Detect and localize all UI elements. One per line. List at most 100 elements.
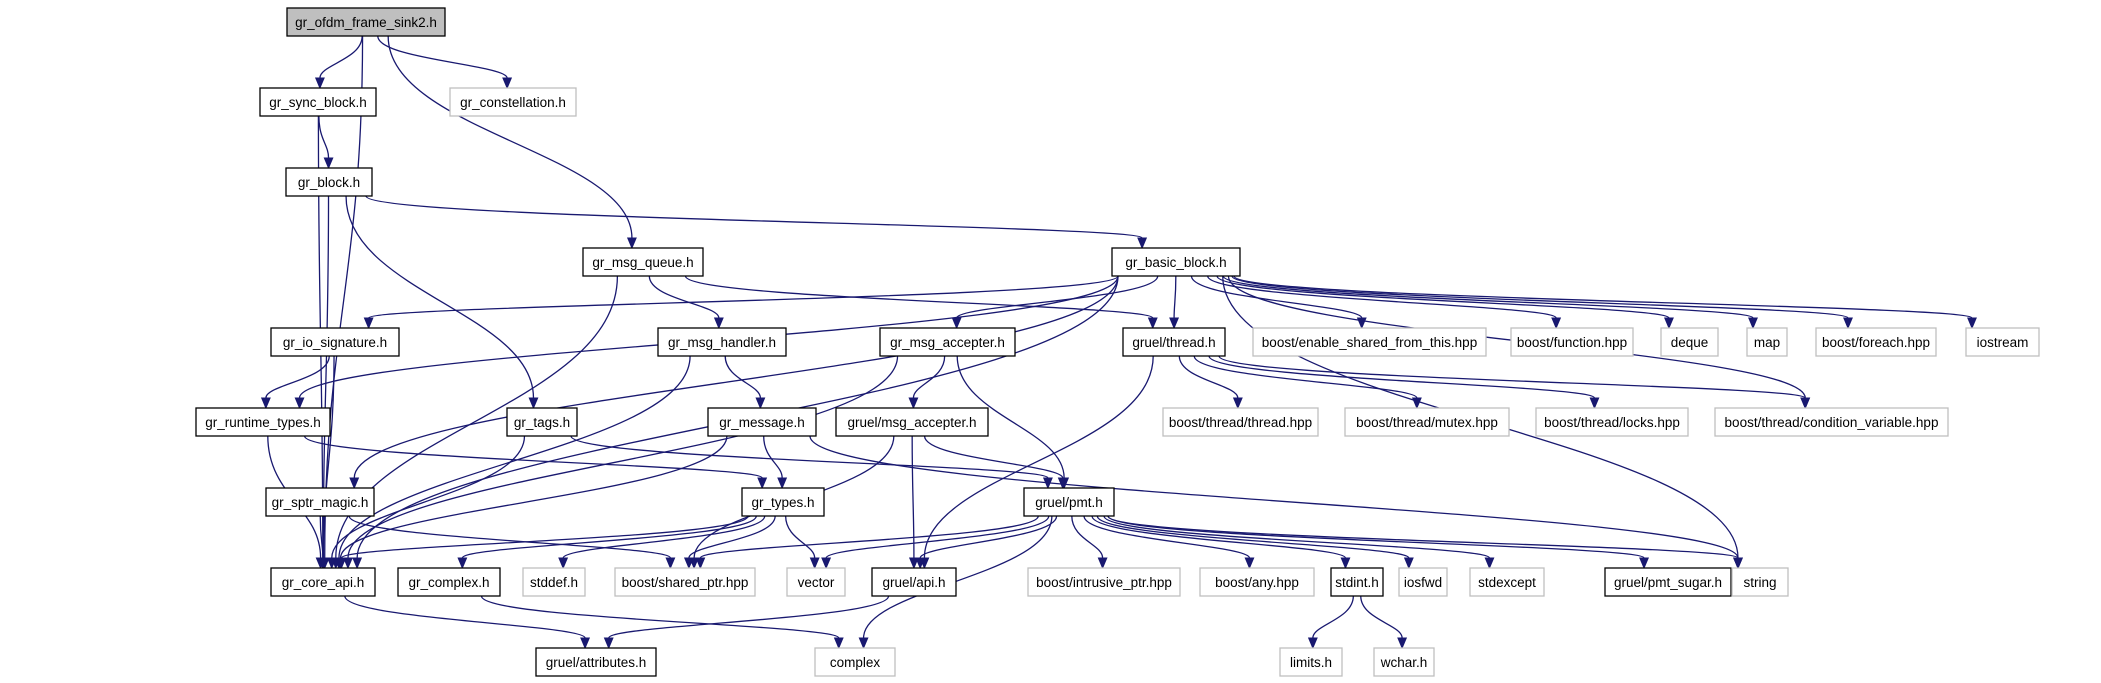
edge-msgaccepter-to-gmsgaccepter bbox=[908, 355, 946, 410]
edge-arrowhead bbox=[1639, 557, 1649, 570]
edge-basic-to-foreach bbox=[1231, 275, 1853, 330]
node-box bbox=[814, 647, 896, 677]
edge-arrowhead bbox=[1484, 557, 1495, 570]
node-pmt[interactable]: gruel/pmt.h bbox=[1023, 487, 1115, 517]
node-pmtsugar[interactable]: gruel/pmt_sugar.h bbox=[1604, 567, 1732, 597]
node-label: deque bbox=[1671, 335, 1709, 350]
node-label: wchar.h bbox=[1380, 655, 1428, 670]
node-sync[interactable]: gr_sync_block.h bbox=[259, 87, 377, 117]
edge-arrowhead bbox=[908, 557, 919, 570]
edge-line bbox=[809, 435, 1739, 559]
edge-arrowhead bbox=[336, 557, 347, 570]
edge-basic-to-bfunction bbox=[1207, 275, 1562, 330]
node-label: vector bbox=[798, 575, 835, 590]
node-label: gr_constellation.h bbox=[460, 95, 566, 110]
edge-arrowhead bbox=[580, 637, 591, 650]
node-complex: complex bbox=[814, 647, 896, 677]
edge-iosig-to-runtime bbox=[260, 355, 330, 410]
node-box bbox=[1714, 407, 1949, 437]
node-box bbox=[506, 407, 578, 437]
node-label: gr_ofdm_frame_sink2.h bbox=[295, 15, 437, 30]
edge-thread-to-bthread bbox=[1178, 355, 1243, 410]
node-box bbox=[1604, 567, 1732, 597]
node-complexh[interactable]: gr_complex.h bbox=[397, 567, 501, 597]
edge-pmt-to-pmtsugar bbox=[1107, 515, 1649, 570]
edge-gapi-to-attributes bbox=[603, 595, 890, 650]
edge-arrowhead bbox=[1397, 637, 1408, 650]
node-box bbox=[1815, 327, 1937, 357]
edge-sptr-to-sharedptr bbox=[348, 515, 676, 570]
node-box bbox=[1965, 327, 2040, 357]
edge-line bbox=[911, 435, 915, 559]
node-root[interactable]: gr_ofdm_frame_sink2.h bbox=[286, 7, 446, 37]
node-thread[interactable]: gruel/thread.h bbox=[1122, 327, 1226, 357]
node-msgaccepter[interactable]: gr_msg_accepter.h bbox=[879, 327, 1016, 357]
edge-line bbox=[648, 275, 720, 319]
node-msgq[interactable]: gr_msg_queue.h bbox=[582, 247, 704, 277]
edge-line bbox=[367, 275, 1119, 319]
node-wchar: wchar.h bbox=[1373, 647, 1435, 677]
node-bthread: boost/thread/thread.hpp bbox=[1162, 407, 1319, 437]
node-gmsgaccepter[interactable]: gruel/msg_accepter.h bbox=[835, 407, 989, 437]
edge-thread-to-bmutex bbox=[1193, 355, 1422, 410]
node-message[interactable]: gr_message.h bbox=[707, 407, 817, 437]
node-attributes[interactable]: gruel/attributes.h bbox=[535, 647, 657, 677]
edge-line bbox=[684, 275, 1154, 319]
edge-basic-to-enable_shared bbox=[1190, 275, 1367, 330]
node-limits: limits.h bbox=[1279, 647, 1343, 677]
node-basic[interactable]: gr_basic_block.h bbox=[1111, 247, 1241, 277]
edge-arrowhead bbox=[915, 557, 926, 570]
node-label: gruel/pmt_sugar.h bbox=[1614, 575, 1722, 590]
node-box bbox=[1027, 567, 1181, 597]
edge-pmt-to-bany bbox=[1083, 515, 1255, 570]
edge-line bbox=[318, 115, 330, 159]
edge-message-to-string bbox=[809, 435, 1743, 570]
edge-types-to-coreapi bbox=[336, 515, 749, 570]
node-block[interactable]: gr_block.h bbox=[285, 167, 373, 197]
node-sptr[interactable]: gr_sptr_magic.h bbox=[265, 487, 375, 517]
node-label: boost/thread/condition_variable.hpp bbox=[1725, 415, 1939, 430]
edge-gmsgaccepter-to-gapi bbox=[908, 435, 919, 570]
node-types[interactable]: gr_types.h bbox=[741, 487, 825, 517]
edge-pmt-to-complex bbox=[858, 515, 1053, 650]
node-iosig[interactable]: gr_io_signature.h bbox=[270, 327, 400, 357]
edge-basic-to-iostream bbox=[1233, 275, 1977, 330]
edge-thread-to-gapi bbox=[919, 355, 1154, 570]
node-box bbox=[1330, 567, 1384, 597]
edge-line bbox=[353, 275, 1119, 479]
node-msghandler[interactable]: gr_msg_handler.h bbox=[657, 327, 787, 357]
edge-thread-to-blocks bbox=[1208, 355, 1600, 410]
node-box bbox=[397, 567, 501, 597]
edge-line bbox=[344, 595, 586, 639]
edge-arrowhead bbox=[908, 397, 919, 410]
node-box bbox=[835, 407, 989, 437]
edge-line bbox=[348, 515, 672, 559]
node-label: string bbox=[1743, 575, 1776, 590]
edge-basic-to-map bbox=[1222, 275, 1758, 330]
node-label: gruel/api.h bbox=[882, 575, 945, 590]
node-coreapi[interactable]: gr_core_api.h bbox=[270, 567, 376, 597]
edge-sptr-to-coreapi bbox=[317, 515, 328, 570]
node-box bbox=[1162, 407, 1319, 437]
edge-line bbox=[688, 515, 776, 559]
edge-arrowhead bbox=[951, 317, 962, 330]
node-iosfwd: iosfwd bbox=[1398, 567, 1448, 597]
node-stdint[interactable]: stdint.h bbox=[1330, 567, 1384, 597]
edge-thread-to-bcond bbox=[1218, 355, 1811, 410]
edge-arrowhead bbox=[352, 557, 363, 570]
node-gapi[interactable]: gruel/api.h bbox=[871, 567, 957, 597]
node-tags[interactable]: gr_tags.h bbox=[506, 407, 578, 437]
node-label: limits.h bbox=[1290, 655, 1332, 670]
node-box bbox=[741, 487, 825, 517]
node-box bbox=[1510, 327, 1634, 357]
edge-basic-to-deque bbox=[1216, 275, 1674, 330]
edge-arrowhead bbox=[323, 157, 334, 170]
edge-arrowhead bbox=[1967, 317, 1977, 330]
edge-arrowhead bbox=[626, 237, 637, 250]
edge-line bbox=[1360, 595, 1403, 639]
node-intrusive: boost/intrusive_ptr.hpp bbox=[1027, 567, 1181, 597]
node-runtime[interactable]: gr_runtime_types.h bbox=[195, 407, 331, 437]
edge-arrowhead bbox=[363, 317, 374, 330]
node-bcond: boost/thread/condition_variable.hpp bbox=[1714, 407, 1949, 437]
node-label: iostream bbox=[1977, 335, 2029, 350]
